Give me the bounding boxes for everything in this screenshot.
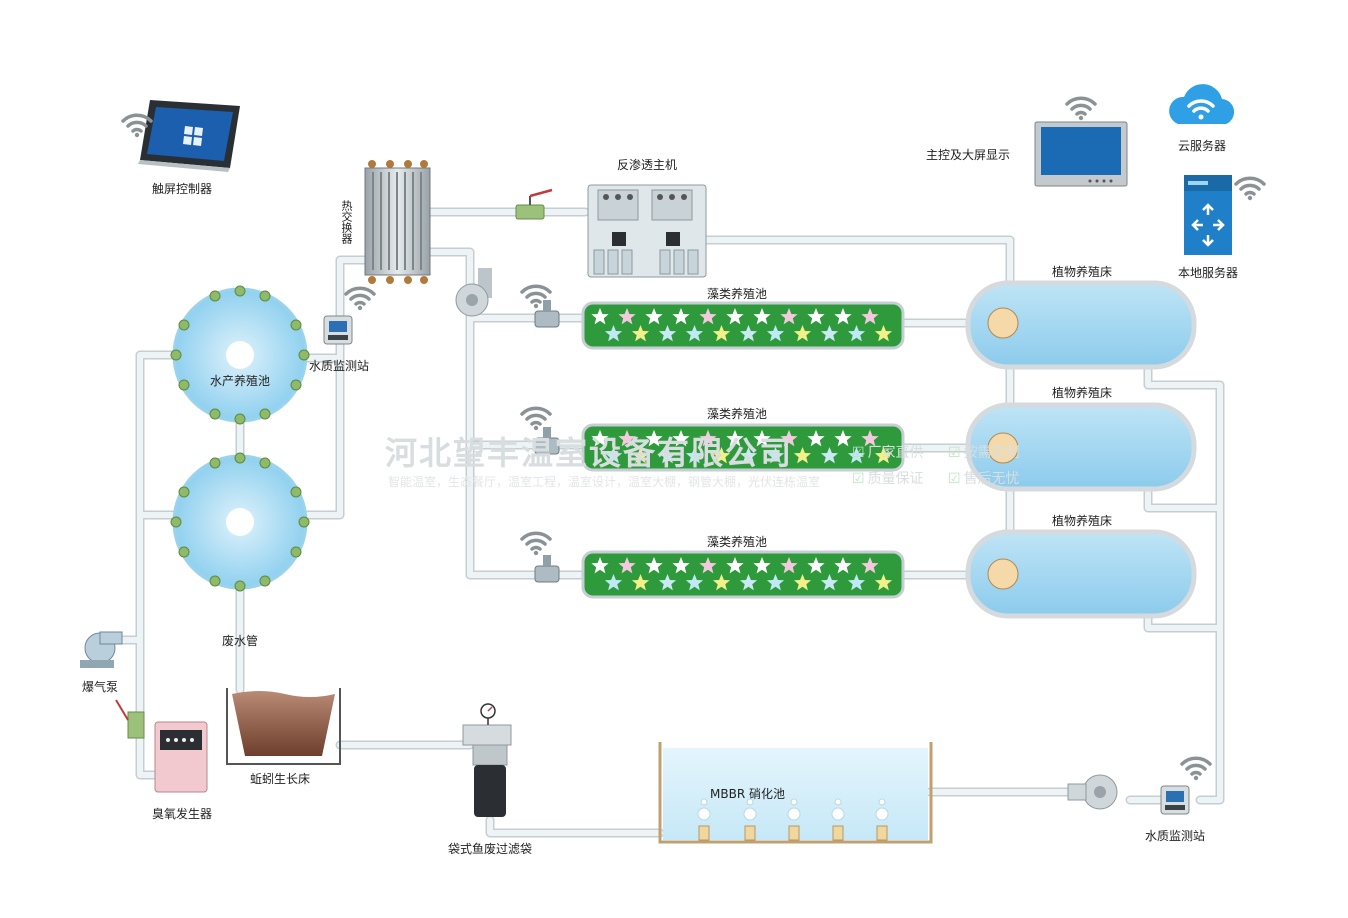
plant-bed	[965, 529, 1197, 619]
label-algae-pool-3: 藻类养殖池	[707, 535, 768, 549]
monitor-icon	[1034, 121, 1128, 187]
wifi-icon	[520, 406, 552, 432]
algae-pool	[581, 301, 905, 350]
label-mbbr-pool: MBBR 硝化池	[710, 787, 785, 801]
label-earthworm-bed: 蚯蚓生长床	[250, 772, 311, 786]
pump-icon	[455, 268, 492, 317]
valve-icon	[534, 555, 560, 583]
valve-icon	[515, 188, 553, 220]
plant-bed	[965, 280, 1197, 370]
label-aeration-pump: 爆气泵	[82, 680, 119, 694]
water-quality-station	[323, 315, 353, 345]
label-touch-controller: 触屏控制器	[152, 182, 213, 196]
watermark-title: 河北望丰温室设备有限公司	[385, 434, 794, 472]
algae-pool	[581, 550, 905, 599]
label-plant-bed-1: 植物养殖床	[1052, 265, 1113, 279]
label-heat-exchanger: 热交换器	[340, 200, 353, 244]
wifi-icon	[344, 286, 376, 312]
label-algae-pool-1: 藻类养殖池	[707, 287, 768, 301]
valve-icon	[534, 300, 560, 328]
bag-filter	[462, 712, 512, 817]
label-plant-bed-2: 植物养殖床	[1052, 386, 1113, 400]
label-waste-pipe: 废水管	[222, 634, 259, 648]
pressure-gauge-icon	[480, 703, 496, 719]
water-quality-station	[1160, 785, 1190, 815]
label-bag-filter: 袋式鱼废过滤袋	[448, 842, 533, 856]
pump-icon	[80, 631, 123, 668]
heat-exchanger	[364, 160, 431, 284]
wifi-icon	[1065, 96, 1097, 122]
aquaculture-pool	[170, 285, 310, 425]
label-water-station-left: 水质监测站	[309, 359, 370, 373]
watermark-subtitle: 智能温室，生态餐厅，温室工程，温室设计，温室大棚，钢管大棚，光伏连栋温室	[388, 475, 821, 489]
wifi-icon	[1180, 756, 1212, 782]
wifi-icon	[1234, 176, 1266, 202]
label-water-station-right: 水质监测站	[1145, 829, 1206, 843]
earthworm-bed	[226, 688, 341, 765]
valve-icon	[534, 427, 560, 455]
label-local-server: 本地服务器	[1178, 266, 1239, 280]
mbbr-pool	[658, 742, 933, 844]
wifi-icon	[520, 531, 552, 557]
label-main-display: 主控及大屏显示	[926, 148, 1011, 162]
ro-host	[587, 184, 707, 278]
tablet-icon	[138, 100, 240, 172]
plant-bed	[965, 402, 1197, 492]
pump-icon	[1067, 774, 1118, 810]
label-ro-host: 反渗透主机	[617, 158, 678, 172]
pipe-network	[115, 207, 1225, 838]
cloud-wifi-icon	[1169, 84, 1235, 124]
watermark-tag: ☑按需定制	[948, 445, 1020, 461]
watermark-tag: ☑质量保证	[852, 471, 924, 487]
label-aquaculture-pool: 水产养殖池	[210, 374, 271, 388]
valve-icon	[115, 699, 145, 739]
server-icon	[1184, 175, 1232, 255]
watermark-tag: ☑售后无忧	[948, 471, 1020, 487]
label-plant-bed-3: 植物养殖床	[1052, 514, 1113, 528]
aquaculture-pool	[170, 452, 310, 592]
label-algae-pool-2: 藻类养殖池	[707, 407, 768, 421]
label-cloud-server: 云服务器	[1178, 139, 1227, 153]
watermark-tag: ☑厂家直供	[852, 445, 924, 461]
ozone-generator	[154, 721, 208, 793]
label-ozone-generator: 臭氧发生器	[152, 807, 213, 821]
